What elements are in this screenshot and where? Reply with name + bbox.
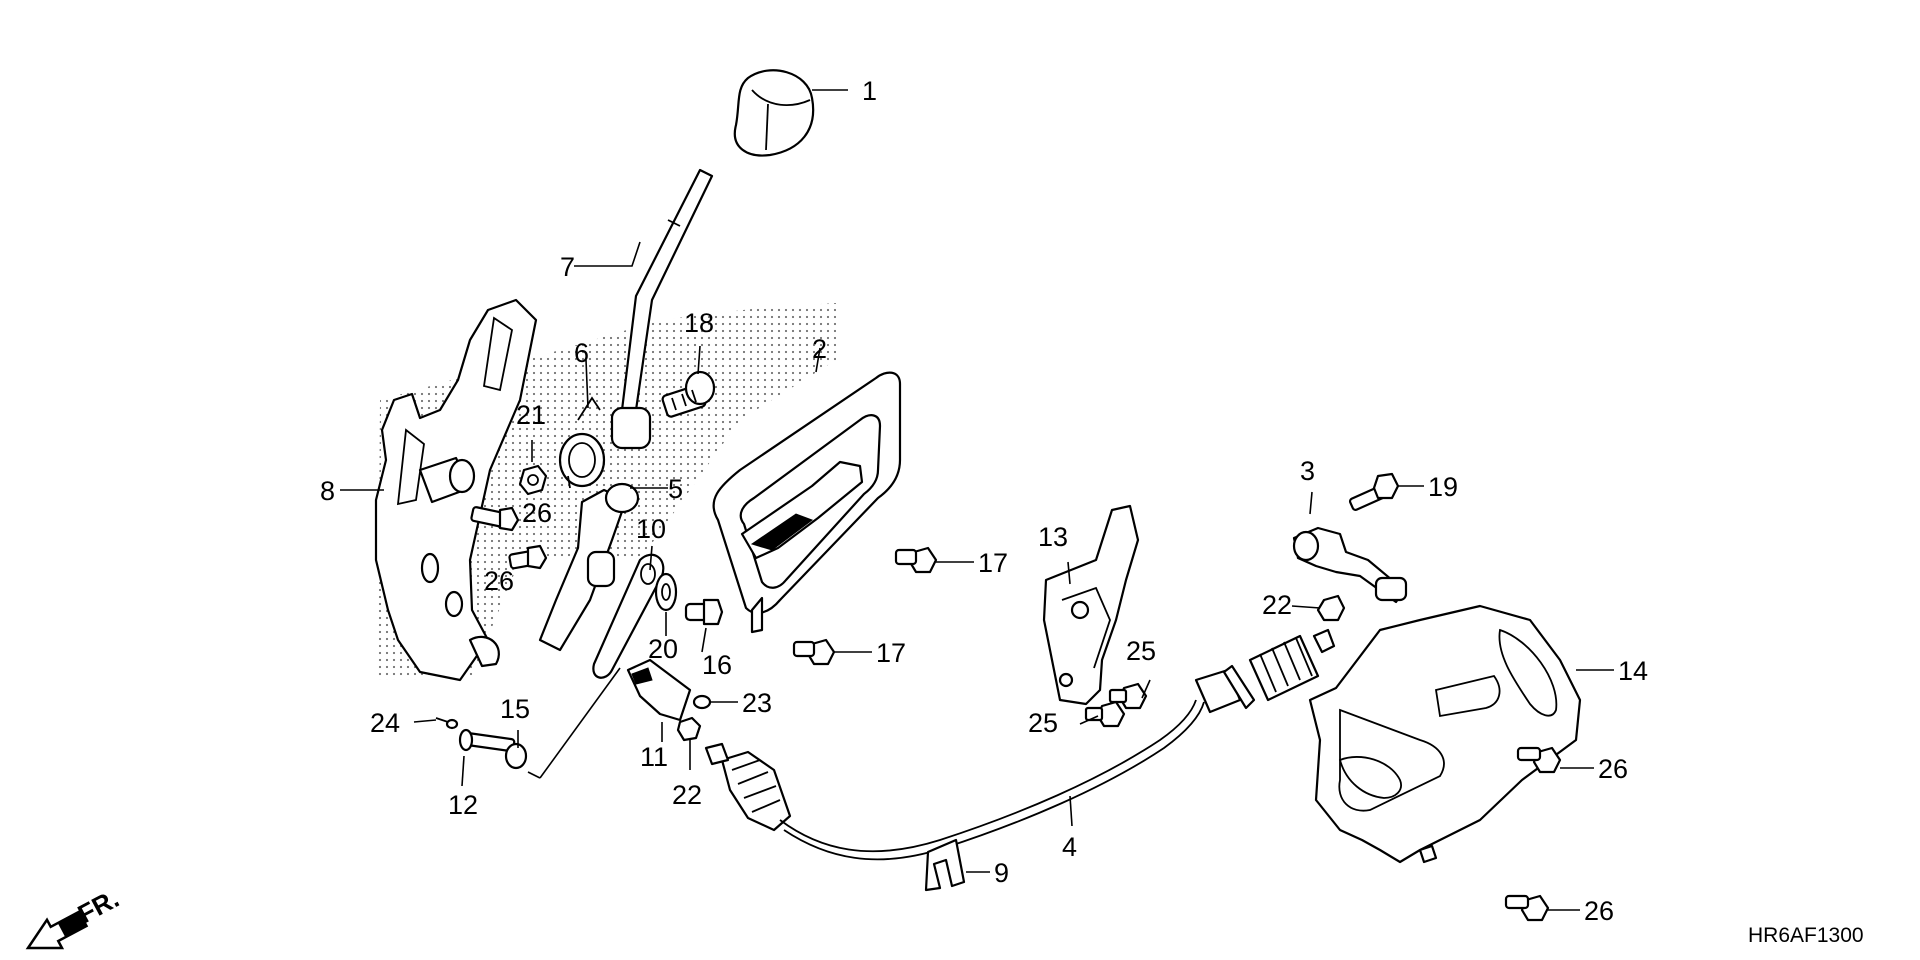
nut-part-22-left [676, 716, 702, 742]
bolt-part-25-lower [1084, 700, 1126, 728]
link-part-10 [592, 553, 665, 679]
callout-18: 18 [684, 308, 714, 338]
callout-26d: 26 [1584, 896, 1614, 926]
knob-part-1 [733, 69, 815, 157]
callout-6: 6 [574, 338, 589, 368]
callout-11: 11 [640, 742, 668, 772]
clip-part-23 [692, 694, 712, 710]
callout-22b: 22 [1262, 590, 1292, 620]
pin-bolt-part-18 [661, 370, 716, 418]
callout-26c: 26 [1598, 754, 1628, 784]
cover-panel-part-2 [712, 371, 902, 634]
cotter-part-24 [435, 717, 459, 730]
bracket-part-8 [374, 298, 538, 682]
callout-26b: 26 [484, 566, 514, 596]
bracket-part-13 [1042, 504, 1140, 706]
callout-22a: 22 [672, 780, 702, 810]
bolt-part-26-upper [470, 506, 520, 532]
callout-15: 15 [500, 694, 530, 724]
callout-19: 19 [1428, 472, 1458, 502]
callout-21: 21 [516, 400, 546, 430]
washer-part-20 [654, 572, 678, 612]
callout-8: 8 [320, 476, 335, 506]
diagram-code: HR6AF1300 [1748, 924, 1864, 947]
callout-26a: 26 [522, 498, 552, 528]
nut-part-21 [518, 464, 548, 496]
callout-17b: 17 [876, 638, 906, 668]
bolt-part-17-lower [792, 638, 836, 666]
bolt-part-19 [1348, 472, 1400, 511]
callout-4: 4 [1062, 832, 1077, 862]
callout-16: 16 [702, 650, 732, 680]
bolt-part-26-bottom [1504, 894, 1550, 922]
leader-lines [340, 89, 1614, 911]
holder-part-11 [626, 658, 692, 722]
callout-24: 24 [370, 708, 400, 738]
callout-3: 3 [1300, 456, 1315, 486]
callout-12: 12 [448, 790, 478, 820]
callout-1: 1 [862, 76, 877, 106]
spring-part-6 [558, 396, 606, 489]
callout-23: 23 [742, 688, 772, 718]
callout-25b: 25 [1028, 708, 1058, 738]
callout-13: 13 [1038, 522, 1068, 552]
callout-5: 5 [668, 474, 683, 504]
bolt-part-26-guard [1516, 746, 1562, 774]
cable-part-4 [704, 628, 1336, 861]
front-direction-indicator: FR. [25, 883, 124, 950]
callout-labels: 1 7 2 18 6 21 8 5 26 10 26 3 19 13 17 22… [320, 76, 1648, 926]
bolt-part-17-upper [894, 546, 938, 574]
clip-part-9 [924, 838, 966, 892]
bolt-part-16 [684, 598, 724, 626]
callout-7: 7 [560, 252, 575, 282]
bolt-part-25-upper [1108, 682, 1148, 710]
lever-rod-part-7 [610, 168, 714, 450]
front-arrow-icon [25, 910, 89, 950]
callout-20: 20 [648, 634, 678, 664]
callout-9: 9 [994, 858, 1009, 888]
callout-17a: 17 [978, 548, 1008, 578]
callout-14: 14 [1618, 656, 1648, 686]
pin-part-12 [458, 728, 516, 753]
lever-arm-part-3 [1292, 526, 1408, 604]
nut-part-22-right [1316, 594, 1346, 622]
lever-plate-part-5 [538, 482, 640, 652]
washer-part-15 [504, 742, 528, 770]
callout-2: 2 [812, 334, 827, 364]
callout-10: 10 [636, 514, 666, 544]
bolt-part-26-lower [508, 544, 548, 570]
callout-25a: 25 [1126, 636, 1156, 666]
guard-part-14 [1308, 604, 1582, 864]
